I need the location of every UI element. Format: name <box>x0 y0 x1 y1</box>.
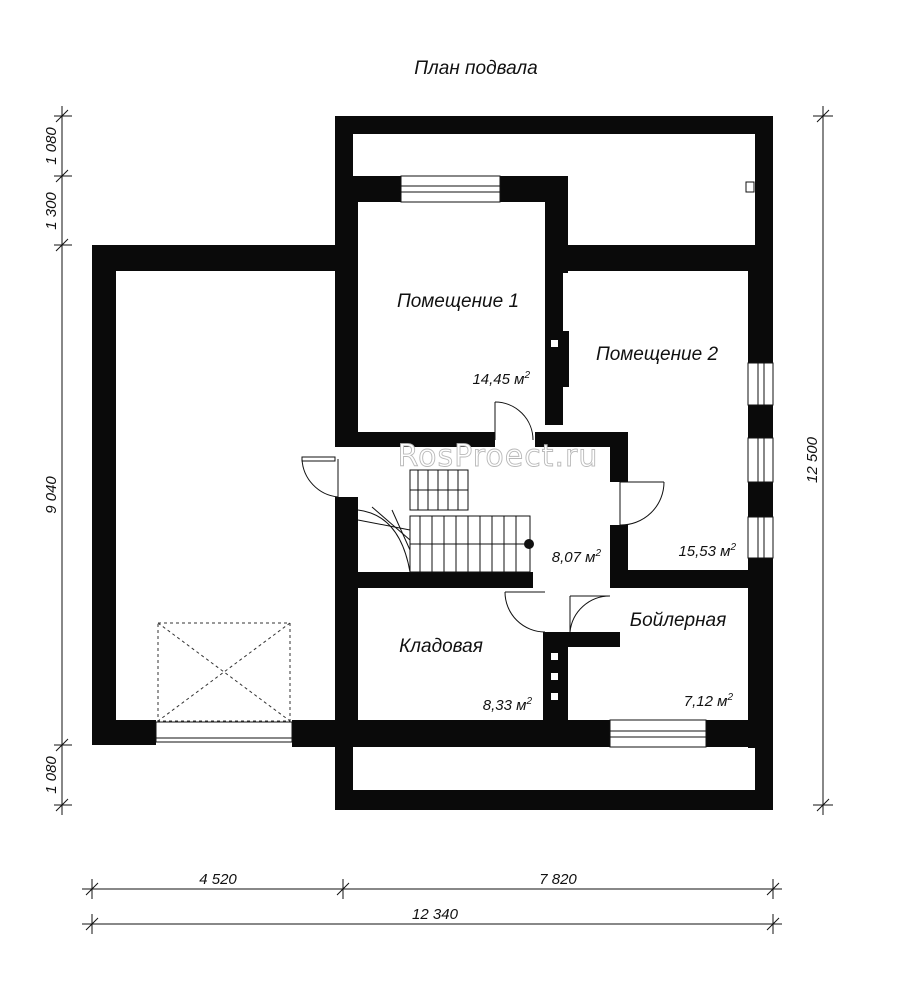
wall-room1-bottom-right <box>535 432 628 447</box>
wall-hall-room2-upper <box>610 432 628 482</box>
vent-shaft-3 <box>551 693 558 700</box>
vent-shaft-1 <box>551 653 558 660</box>
wall-right-3 <box>748 482 773 517</box>
dim-bottom-total: 12 340 <box>412 906 459 923</box>
room-area-room1: 14,45 м2 <box>472 370 530 388</box>
door-entrance <box>301 456 339 498</box>
wall-garage-top <box>92 245 352 271</box>
window-room1-top <box>400 175 501 203</box>
stair-start-marker <box>524 539 534 549</box>
window-boiler-bottom <box>609 719 707 748</box>
walls <box>92 116 773 810</box>
wall-right-4 <box>748 558 773 748</box>
dimension-bottom: 4 520 7 820 12 340 <box>82 871 782 934</box>
wall-boiler-top <box>568 632 620 647</box>
wall-central-lower <box>335 497 358 747</box>
dim-left-4: 1 080 <box>43 756 60 794</box>
door-room1 <box>494 401 534 441</box>
terrace-drain-mark <box>745 181 755 193</box>
wall-room2-top <box>545 245 773 271</box>
room-area-boiler: 7,12 м2 <box>684 692 734 710</box>
room-label-boiler: Бойлерная <box>630 610 727 631</box>
wall-terrace-right <box>755 116 773 271</box>
window-room2-right-2 <box>747 437 774 483</box>
vent-shaft-2 <box>551 673 558 680</box>
room-label-storage: Кладовая <box>399 636 483 657</box>
garage-gate-opening <box>155 721 293 743</box>
room-area-room2: 15,53 м2 <box>678 542 736 560</box>
room-area-hall: 8,07 м2 <box>552 548 602 566</box>
wall-room2-bottom <box>610 570 773 588</box>
dimension-left: 1 080 1 300 9 040 1 080 <box>43 106 72 815</box>
windows <box>155 175 774 748</box>
dim-bottom-1: 4 520 <box>199 871 237 888</box>
room-label-room2: Помещение 2 <box>596 344 719 365</box>
wall-top-terrace <box>335 116 773 134</box>
watermark: RosProect.ru <box>398 439 599 474</box>
wall-garage-left <box>92 245 116 745</box>
dim-right-total: 12 500 <box>804 436 821 483</box>
garage-pit <box>157 622 291 722</box>
room-area-storage: 8,33 м2 <box>483 696 533 714</box>
wall-right-2 <box>748 405 773 438</box>
wall-central-upper <box>335 176 358 443</box>
plan-title: План подвала <box>414 58 537 79</box>
door-storage <box>504 591 546 633</box>
wall-bottom-terrace-right <box>755 720 773 810</box>
chimney-vent-1 <box>551 340 558 347</box>
wall-room1-bottom-left <box>335 432 495 447</box>
window-room2-right-3 <box>747 516 774 559</box>
dim-left-1: 1 080 <box>43 127 60 165</box>
window-room2-right-1 <box>747 362 774 406</box>
dim-left-2: 1 300 <box>43 192 60 230</box>
door-boiler <box>569 595 611 633</box>
room-label-room1: Помещение 1 <box>397 291 519 312</box>
dimension-right: 12 500 <box>804 106 833 815</box>
wall-garage-bottom-left <box>92 720 156 745</box>
door-room2 <box>619 481 665 526</box>
wall-right-1 <box>748 245 773 363</box>
wall-storage-top <box>335 572 533 588</box>
staircase <box>357 469 534 573</box>
doors <box>301 401 665 633</box>
wall-chimney <box>545 331 569 387</box>
wall-bottom-terrace <box>335 790 773 810</box>
dim-bottom-2: 7 820 <box>539 871 577 888</box>
wall-bottom-terrace-left <box>335 720 353 810</box>
dim-left-3: 9 040 <box>43 476 60 514</box>
